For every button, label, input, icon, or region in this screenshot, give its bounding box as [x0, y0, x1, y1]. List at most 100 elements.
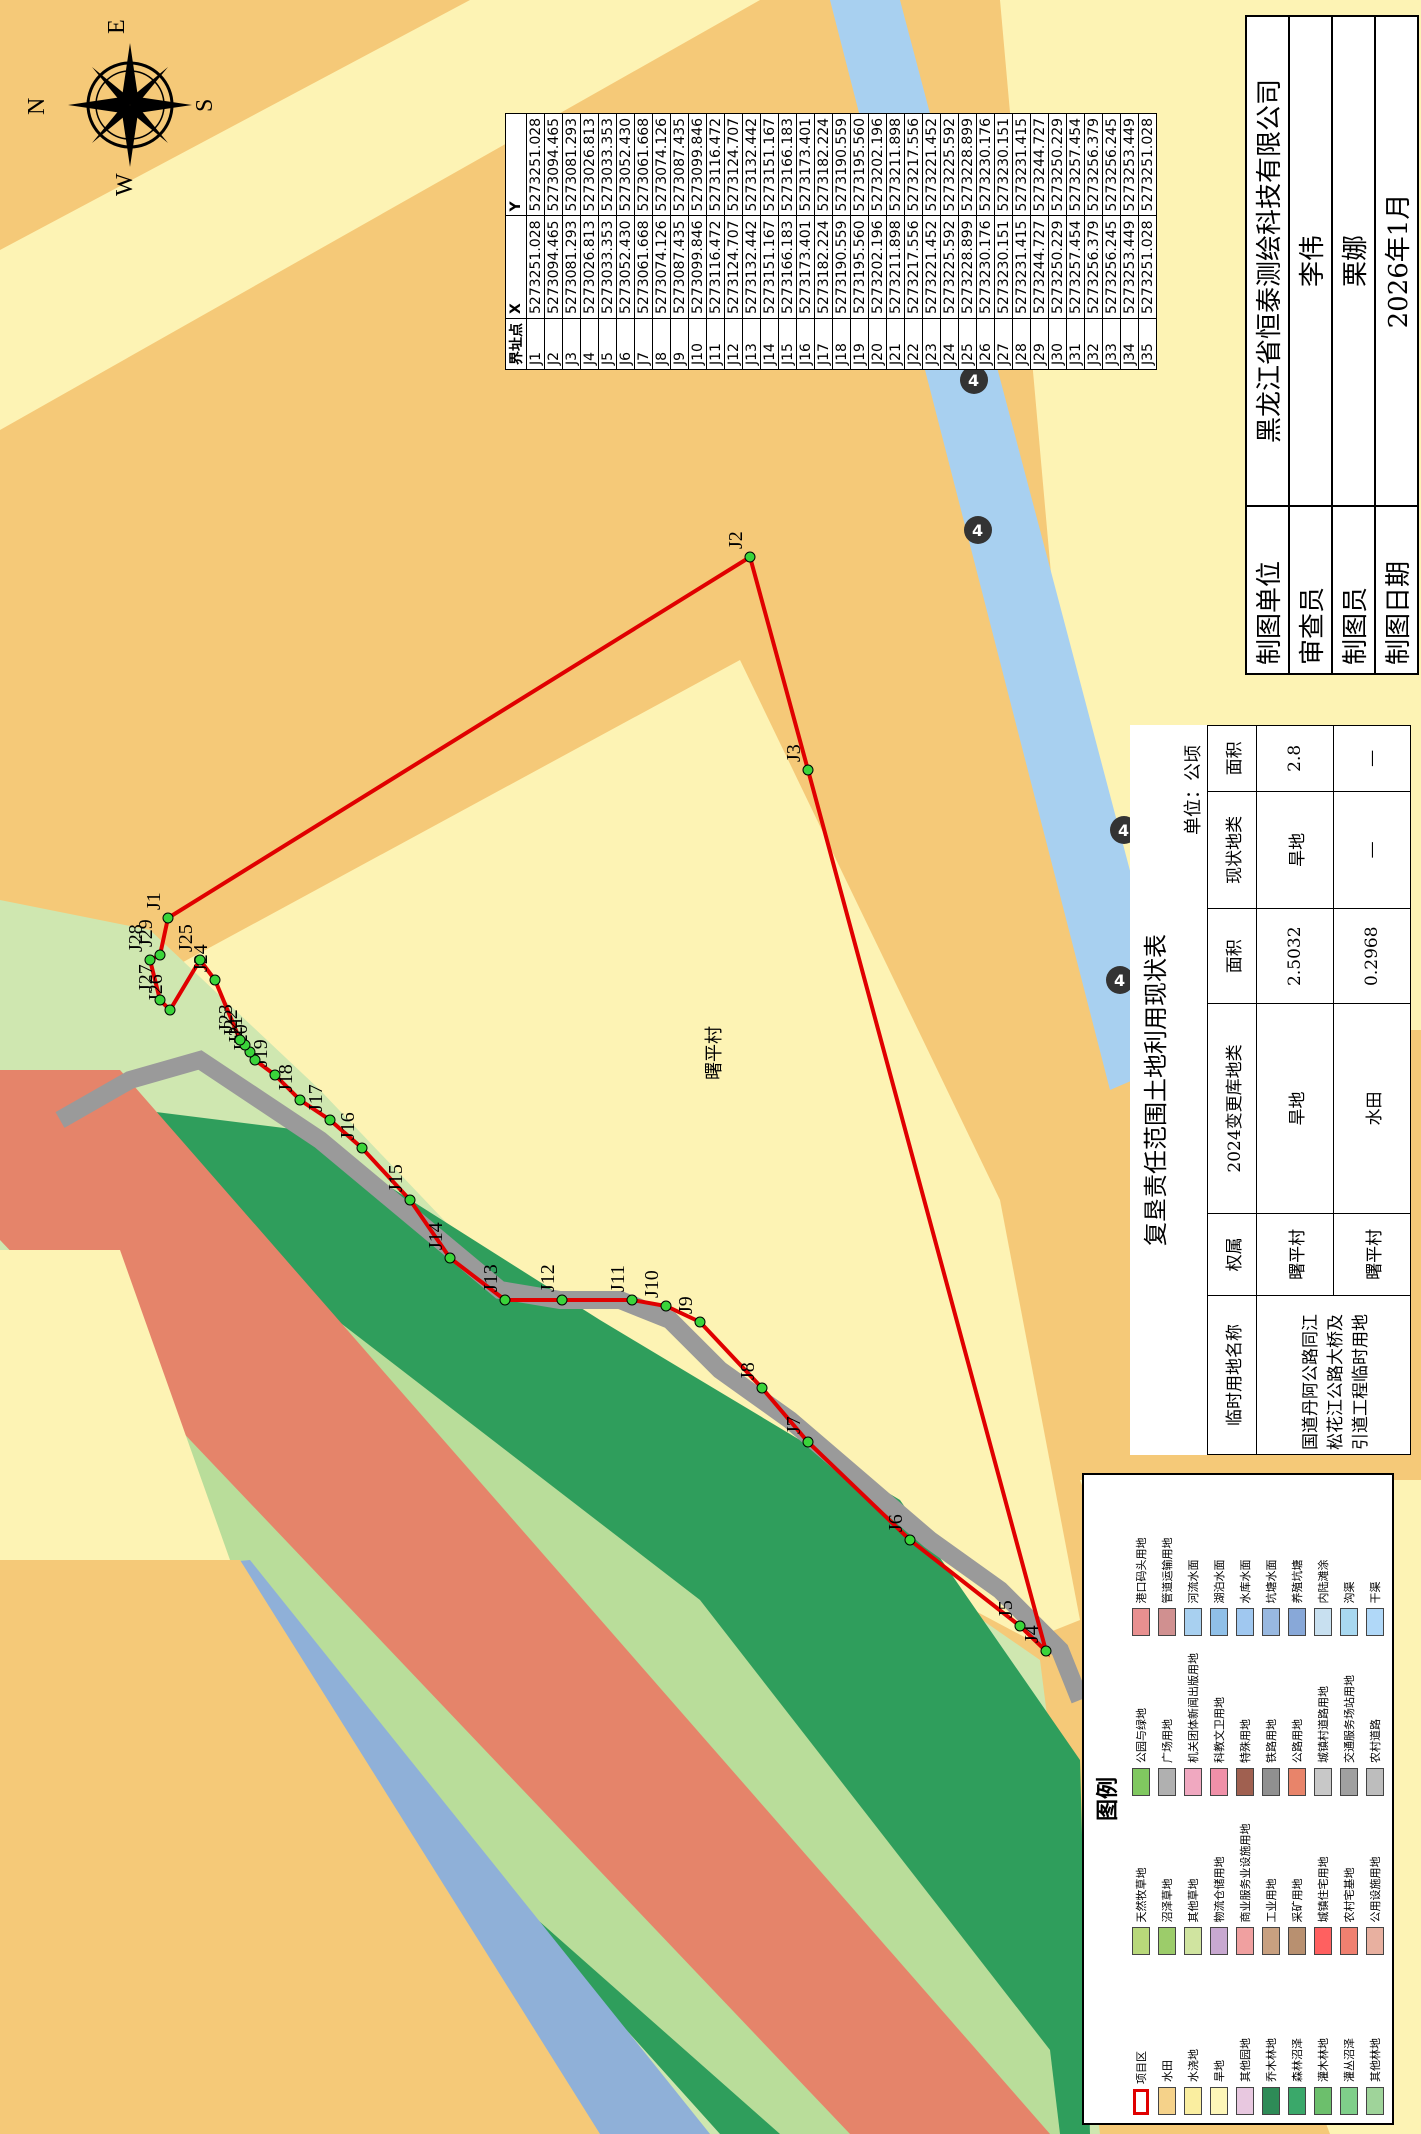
svg-text:4: 4	[1114, 971, 1125, 990]
legend-label: 乔木林地	[1265, 2038, 1278, 2082]
coord-cell-y: 5273099.846	[688, 113, 707, 216]
legend-label: 物流仓储用地	[1213, 1856, 1226, 1923]
legend-swatch	[1366, 1927, 1384, 1956]
legend-swatch	[1366, 2087, 1384, 2115]
coord-cell-id: J27	[994, 318, 1013, 370]
legend-item: 公园与绿地	[1128, 1643, 1154, 1796]
project-boundary	[147, 553, 1050, 1658]
legend-item: 港口码头用地	[1128, 1483, 1154, 1637]
coord-cell-y: 5273230.176	[976, 113, 995, 216]
boundary-point-marker	[904, 1534, 916, 1546]
coord-cell-id: J5	[598, 318, 617, 370]
coord-cell-id: J32	[1084, 318, 1103, 370]
boundary-point-label: J29	[135, 919, 157, 947]
legend-swatch	[1184, 1608, 1202, 1637]
legend-item: 坑塘水面	[1258, 1483, 1284, 1637]
legend-label: 干渠	[1369, 1581, 1382, 1604]
coord-cell-y: 5273230.151	[994, 113, 1013, 216]
row1-status-area: 2.8	[1256, 725, 1334, 792]
legend-swatch	[1210, 1768, 1228, 1796]
legend-label: 其他林地	[1369, 2038, 1382, 2082]
legend-label: 港口码头用地	[1135, 1537, 1148, 1604]
legend-item: 沟渠	[1336, 1483, 1362, 1637]
status-header-cell: 权属	[1207, 1213, 1257, 1296]
boundary-point-label: J1	[143, 892, 165, 910]
svg-text:4: 4	[972, 521, 983, 540]
coord-cell-x: 5273230.151	[994, 215, 1013, 319]
coord-cell-id: J13	[742, 318, 761, 370]
legend-label: 城镇住宅用地	[1317, 1856, 1330, 1923]
coord-cell-id: J8	[652, 318, 671, 370]
legend-label: 公园与绿地	[1135, 1708, 1148, 1763]
coord-cell-y: 5273228.899	[958, 113, 977, 216]
coord-cell-id: J22	[904, 318, 923, 370]
boundary-point-marker	[356, 1142, 368, 1154]
legend-swatch	[1158, 1768, 1176, 1796]
legend-label: 机关团体新闻出版用地	[1187, 1653, 1200, 1763]
status-header-cell: 面积	[1207, 725, 1257, 792]
title-label: 制图单位	[1246, 506, 1289, 674]
boundary-point-label: J3	[783, 744, 805, 762]
coord-cell-x: 5273256.379	[1084, 215, 1103, 319]
coord-cell-x: 5273099.846	[688, 215, 707, 319]
boundary-point-label: J18	[275, 1064, 297, 1092]
coord-cell-id: J12	[724, 318, 743, 370]
boundary-point-label: J17	[305, 1084, 327, 1112]
legend-item: 其他草地	[1180, 1802, 1206, 1956]
legend-swatch	[1262, 1768, 1280, 1796]
boundary-point-marker	[1014, 1620, 1026, 1632]
coord-cell-id: J33	[1102, 318, 1121, 370]
coord-cell-y: 5273231.415	[1012, 113, 1031, 216]
coord-cell-y: 5273256.245	[1102, 113, 1121, 216]
legend-item: 城镇住宅用地	[1310, 1802, 1336, 1956]
coord-cell-id: J28	[1012, 318, 1031, 370]
coord-cell-y: 5273061.668	[634, 113, 653, 216]
svg-text:4: 4	[968, 371, 979, 390]
legend-swatch	[1236, 1768, 1254, 1796]
coord-cell-y: 5273132.442	[742, 113, 761, 216]
row1-area: 2.5032	[1256, 908, 1334, 1004]
legend-item: 管道运输用地	[1154, 1483, 1180, 1637]
legend-item: 灌丛沼泽	[1336, 1962, 1362, 2115]
coord-cell-id: J20	[868, 318, 887, 370]
legend-label: 内陆滩涂	[1317, 1559, 1330, 1604]
legend-swatch	[1288, 1608, 1306, 1637]
boundary-point-marker	[324, 1114, 336, 1126]
title-label: 审查员	[1289, 506, 1332, 674]
legend-swatch	[1132, 1768, 1150, 1796]
coord-cell-x: 5273190.559	[832, 215, 851, 319]
legend-label: 广场用地	[1161, 1719, 1174, 1763]
coord-cell-id: J2	[544, 318, 563, 370]
coord-cell-id: J1	[526, 318, 545, 370]
legend-swatch	[1340, 1768, 1358, 1796]
legend-item: 交通服务场站用地	[1336, 1643, 1362, 1796]
legend-item: 其他林地	[1362, 1962, 1388, 2115]
row1-class: 旱地	[1256, 1003, 1334, 1214]
boundary-point-label: J25	[175, 924, 197, 952]
legend-label: 湖泊水面	[1213, 1559, 1226, 1604]
coord-cell-x: 5273256.245	[1102, 215, 1121, 319]
boundary-point-marker	[1040, 1645, 1052, 1657]
coord-cell-x: 5273244.727	[1030, 215, 1049, 319]
legend-item: 采矿用地	[1284, 1802, 1310, 1956]
coord-cell-id: J10	[688, 318, 707, 370]
col-y: Y	[505, 113, 527, 216]
